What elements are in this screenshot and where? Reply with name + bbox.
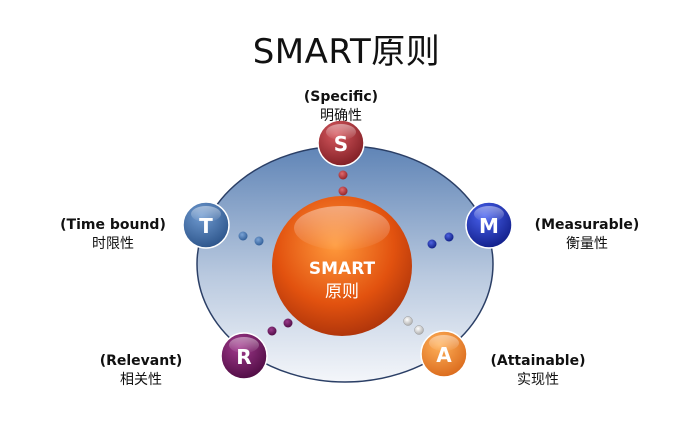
node-a-letter: A	[436, 343, 452, 367]
label-measurable-en: (Measurable)	[534, 217, 640, 233]
connector-dots-s	[338, 170, 348, 196]
center-label: SMART 原则	[272, 258, 412, 304]
label-attainable: (Attainable) 实现性	[478, 352, 598, 390]
node-s[interactable]: S	[317, 119, 365, 167]
label-time-bound-zh: 时限性	[92, 236, 134, 252]
connector-dots-t	[238, 231, 264, 246]
label-relevant-en: (Relevant)	[99, 353, 183, 369]
label-attainable-en: (Attainable)	[490, 353, 586, 369]
label-specific: (Specific) 明确性	[291, 88, 391, 126]
center-label-zh: 原则	[325, 282, 359, 302]
label-relevant: (Relevant) 相关性	[86, 352, 196, 390]
label-relevant-zh: 相关性	[120, 372, 162, 388]
node-m[interactable]: M	[465, 201, 513, 249]
label-attainable-zh: 实现性	[517, 372, 559, 388]
node-r[interactable]: R	[220, 332, 268, 380]
connector-dots-a	[403, 316, 424, 335]
node-t-letter: T	[199, 214, 213, 238]
connector-dots-m	[427, 232, 454, 249]
node-a[interactable]: A	[420, 330, 468, 378]
center-label-en: SMART	[308, 259, 376, 279]
node-t[interactable]: T	[182, 201, 230, 249]
label-time-bound: (Time bound) 时限性	[48, 216, 178, 254]
node-r-letter: R	[236, 345, 251, 369]
label-measurable: (Measurable) 衡量性	[522, 216, 652, 254]
label-specific-zh: 明确性	[320, 108, 362, 124]
label-measurable-zh: 衡量性	[566, 236, 608, 252]
center-orb	[272, 196, 412, 336]
page-title: SMART原则	[252, 32, 441, 72]
label-time-bound-en: (Time bound)	[60, 217, 166, 233]
connector-dots-r	[267, 318, 293, 336]
label-specific-en: (Specific)	[303, 89, 379, 105]
node-m-letter: M	[479, 214, 499, 238]
node-s-letter: S	[334, 132, 348, 156]
